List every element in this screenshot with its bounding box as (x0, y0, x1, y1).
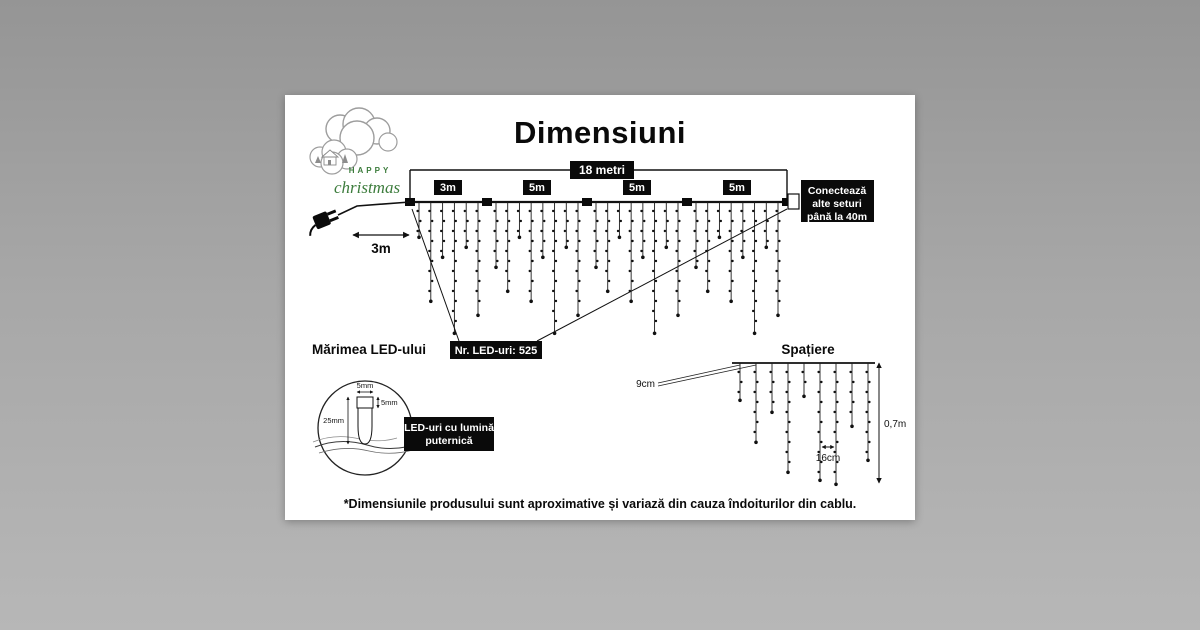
logo-christmas-text: christmas (334, 178, 401, 197)
led-count-pointer-lines (411, 208, 788, 342)
led-count-badge (450, 341, 542, 359)
led-count-label: Nr. LED-uri: 525 (455, 345, 538, 357)
product-dimensions-panel: Dimensiuni (285, 95, 915, 520)
lead-wire (337, 201, 411, 216)
segment-label: 5m (529, 182, 545, 194)
spacing-title: Spațiere (781, 342, 835, 357)
gap-pointer-lines (657, 364, 757, 387)
dimensions-diagram: 18 metri 3m 5m 5 (309, 161, 906, 487)
led-size-diagram: Mărimea LED-ului 5mm 5mm (312, 342, 494, 476)
led-bulb-icon (356, 396, 374, 445)
segment-label: 5m (629, 182, 645, 194)
page-title: Dimensiuni (513, 115, 687, 150)
spacing-light-drops (737, 363, 871, 487)
connect-info-line: alte seturi (812, 198, 862, 210)
horizontal-spacing-label: 16cm (816, 453, 840, 464)
gap-label: 9cm (636, 379, 655, 390)
spacing-diagram: Spațiere 9cm 16cm 0,7m (636, 342, 906, 487)
led-info-line: puternică (425, 435, 472, 447)
happy-christmas-logo: HAPPY christmas (309, 107, 401, 197)
connect-info-line: Conectează (808, 185, 867, 197)
led-width-label: 5mm (357, 381, 374, 390)
connect-info-line: până la 40m (807, 211, 867, 223)
footnote: *Dimensiunile produsului sunt aproximati… (343, 497, 857, 511)
segment-label: 5m (729, 182, 745, 194)
segment-label: 3m (440, 182, 456, 194)
tree-icon (315, 154, 348, 163)
drop-length-label: 0,7m (884, 419, 906, 430)
house-icon (320, 149, 340, 166)
light-string-diagram: 18 metri 3m 5m 5 (309, 161, 874, 359)
lead-length-label: 3m (371, 241, 391, 256)
total-length-badge (570, 161, 634, 179)
led-length-label: 25mm (323, 416, 344, 425)
end-connector-icon (787, 193, 800, 210)
logo-happy-text: HAPPY (349, 166, 392, 175)
led-info-badge (404, 417, 494, 451)
total-length-label: 18 metri (579, 163, 625, 177)
connect-info-badge (801, 180, 874, 222)
segment-length-badges: 3m 5m 5m 5m (434, 180, 751, 195)
led-cap-label: 5mm (381, 398, 398, 407)
cloud-icon (325, 107, 398, 156)
power-plug-icon (309, 209, 339, 236)
icicle-light-drops (416, 202, 781, 336)
led-info-line: LED-uri cu lumină (404, 422, 494, 434)
led-size-title: Mărimea LED-ului (312, 342, 426, 357)
